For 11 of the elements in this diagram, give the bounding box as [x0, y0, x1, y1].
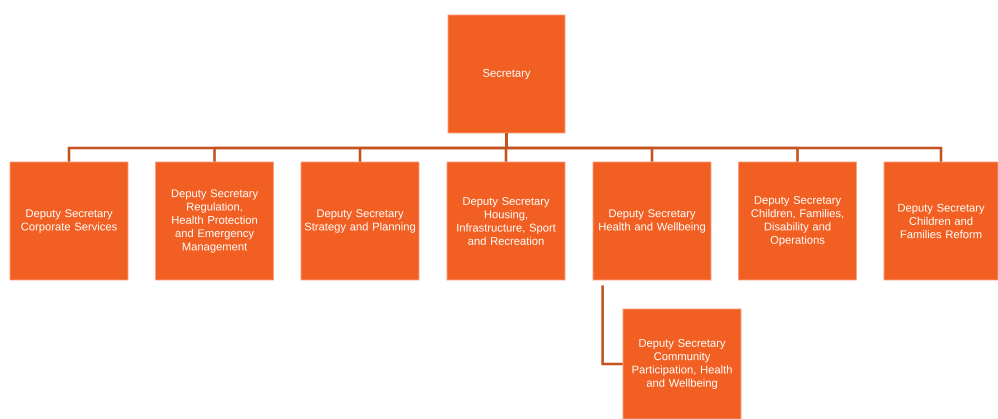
org-box: Deputy Secretary Housing, Infrastructure, Sport and Recreation — [446, 162, 566, 280]
org-box: Deputy Secretary Community Participation, Health and Wellbeing — [622, 308, 742, 419]
org-box: Secretary — [448, 14, 566, 134]
connector-line — [505, 133, 942, 162]
org-box: Deputy Secretary Children and Families Reform — [884, 162, 998, 280]
org-box: Deputy Secretary Children, Families, Disability and Operations — [738, 162, 857, 280]
org-box: Deputy Secretary Corporate Services — [10, 162, 128, 280]
org-box: Deputy Secretary Regulation, Health Protection and Emergency Management — [155, 162, 274, 280]
org-box: Deputy Secretary Strategy and Planning — [300, 162, 420, 280]
connector-line — [601, 285, 623, 366]
org-box: Deputy Secretary Health and Wellbeing — [592, 162, 712, 280]
